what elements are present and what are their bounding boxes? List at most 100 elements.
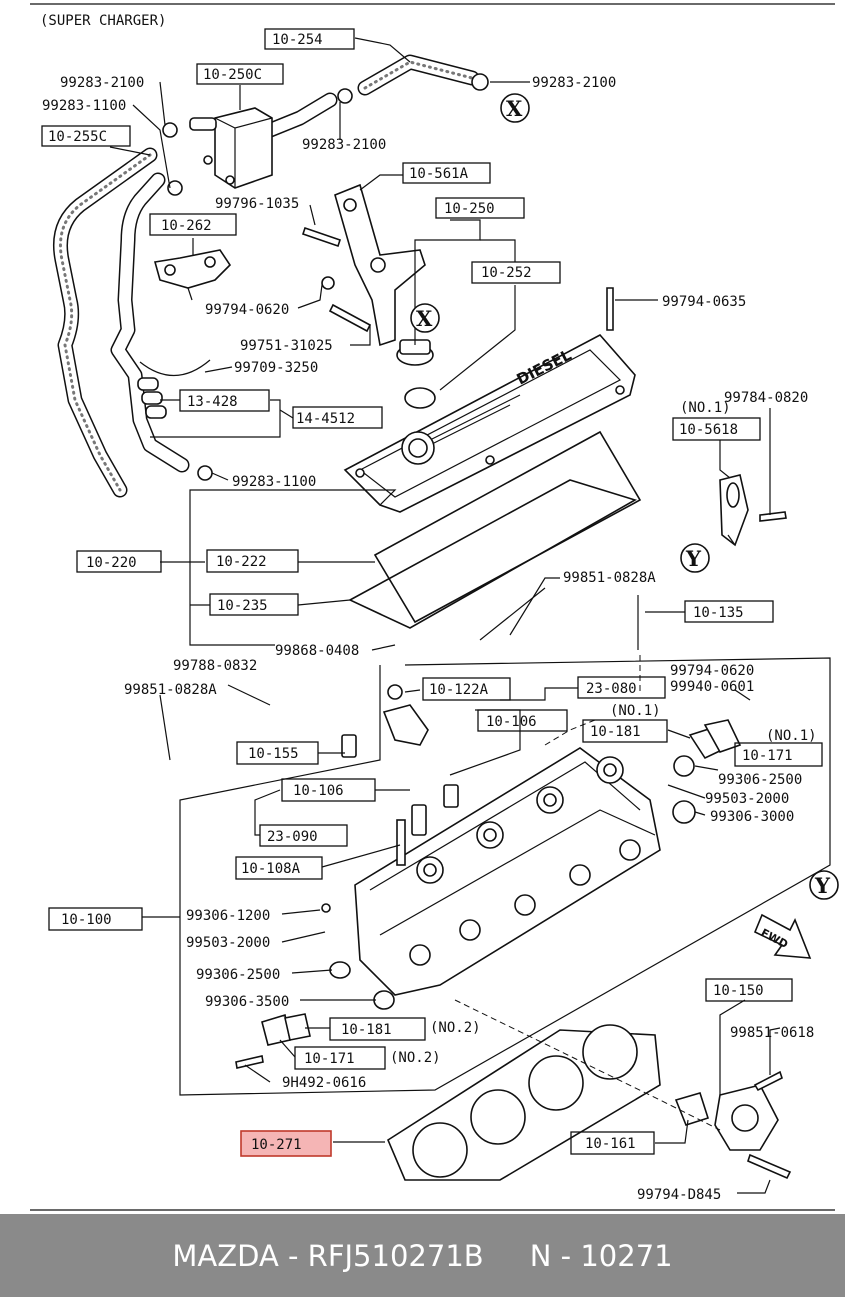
gasket-10-181-no2-icon <box>284 1013 311 1041</box>
grommet-icon <box>137 377 167 419</box>
bolt-9h492-icon <box>235 1055 264 1069</box>
callout-10-155: 10-155 <box>236 741 319 765</box>
svg-text:99283-2100: 99283-2100 <box>60 75 144 91</box>
cylinder-head-icon <box>354 747 661 996</box>
callout-23-080: 23-080 <box>577 676 666 699</box>
hose-10-255c <box>52 147 158 498</box>
head-gasket-10-271-icon <box>386 1024 661 1181</box>
svg-text:(NO.2): (NO.2) <box>430 1020 481 1036</box>
svg-text:99794-0620: 99794-0620 <box>670 663 754 679</box>
cover-gasket-icon <box>373 430 642 624</box>
callout-10-254: 10-254 <box>264 28 355 50</box>
hose-return <box>110 172 190 473</box>
callout-10-255c: 10-255C <box>41 125 131 147</box>
svg-text:99306-2500: 99306-2500 <box>718 772 802 788</box>
svg-text:X: X <box>416 306 433 331</box>
svg-text:99794-0620: 99794-0620 <box>205 302 289 318</box>
svg-text:10-250C: 10-250C <box>203 67 262 83</box>
callout-10-220: 10-220 <box>76 550 162 573</box>
leader-lines <box>109 37 831 1194</box>
svg-text:10-100: 10-100 <box>61 912 112 928</box>
svg-text:10-108A: 10-108A <box>241 861 301 877</box>
svg-text:10-222: 10-222 <box>216 554 267 570</box>
clip-icon <box>139 359 211 377</box>
svg-text:99283-2100: 99283-2100 <box>532 75 616 91</box>
cylinder-head-cover-icon: DIESEL <box>343 333 636 513</box>
bolt-icon <box>301 226 787 522</box>
svg-text:99851-0828A: 99851-0828A <box>124 682 217 698</box>
callout-10-108a: 10-108A <box>235 856 323 880</box>
svg-text:99868-0408: 99868-0408 <box>275 643 359 659</box>
svg-text:10-161: 10-161 <box>585 1136 636 1152</box>
part-number-labels: 99283-2100 99283-2100 99283-1100 99283-2… <box>42 75 817 1203</box>
diagram-title: (SUPER CHARGER) <box>40 13 166 29</box>
svg-text:10-181: 10-181 <box>590 724 641 740</box>
svg-text:10-254: 10-254 <box>272 32 323 48</box>
svg-text:99709-3250: 99709-3250 <box>234 360 318 376</box>
callout-14-4512: 14-4512 <box>292 406 383 429</box>
svg-text:10-561A: 10-561A <box>409 166 469 182</box>
callout-10-271-highlighted: 10-271 <box>240 1130 332 1157</box>
svg-text:10-106: 10-106 <box>486 714 537 730</box>
svg-text:(NO.1): (NO.1) <box>680 400 731 416</box>
oil-separator-icon <box>189 107 273 189</box>
callout-10-171-no2: 10-171 <box>294 1046 386 1070</box>
svg-text:99503-2000: 99503-2000 <box>705 791 789 807</box>
svg-text:10-155: 10-155 <box>248 746 299 762</box>
svg-text:10-235: 10-235 <box>217 598 268 614</box>
svg-text:99503-2000: 99503-2000 <box>186 935 270 951</box>
svg-text:10-5618: 10-5618 <box>679 422 738 438</box>
svg-text:99306-3500: 99306-3500 <box>205 994 289 1010</box>
bracket-10-262-icon <box>153 249 232 301</box>
svg-text:99784-0820: 99784-0820 <box>724 390 808 406</box>
callout-10-181-no1: 10-181 <box>582 719 668 743</box>
guide-line <box>544 719 596 746</box>
svg-text:Y: Y <box>685 546 702 571</box>
svg-text:99794-D845: 99794-D845 <box>637 1187 721 1203</box>
oil-filler-cap-icon <box>396 339 436 409</box>
svg-text:99794-0635: 99794-0635 <box>662 294 746 310</box>
svg-text:9H492-0616: 9H492-0616 <box>282 1075 366 1091</box>
callout-10-252: 10-252 <box>471 261 561 284</box>
svg-text:99851-0828A: 99851-0828A <box>563 570 656 586</box>
svg-text:(NO.1): (NO.1) <box>766 728 817 744</box>
svg-text:10-150: 10-150 <box>713 983 764 999</box>
svg-text:10-122A: 10-122A <box>429 682 489 698</box>
marker-y-icon: Y <box>680 543 710 573</box>
hose-10-254 <box>357 54 480 96</box>
svg-text:99283-1100: 99283-1100 <box>42 98 126 114</box>
callout-10-561a: 10-561A <box>402 162 491 184</box>
cover-10-171-no1-icon <box>703 719 742 753</box>
callout-23-090: 23-090 <box>259 824 348 847</box>
callout-10-250: 10-250 <box>435 197 525 219</box>
callout-10-5618: 10-5618 <box>672 417 761 441</box>
svg-text:10-181: 10-181 <box>341 1022 392 1038</box>
svg-text:(NO.1): (NO.1) <box>610 703 661 719</box>
marker-y-icon: Y <box>809 870 839 900</box>
svg-text:(NO.2): (NO.2) <box>390 1050 441 1066</box>
svg-text:10-135: 10-135 <box>693 605 744 621</box>
svg-text:10-252: 10-252 <box>481 265 532 281</box>
svg-text:99283-2100: 99283-2100 <box>302 137 386 153</box>
callout-10-235: 10-235 <box>209 593 299 616</box>
callout-10-181-no2: 10-181 <box>329 1017 426 1041</box>
svg-text:10-171: 10-171 <box>304 1051 355 1067</box>
svg-text:99306-1200: 99306-1200 <box>186 908 270 924</box>
callout-10-150: 10-150 <box>705 978 793 1002</box>
svg-text:10-106: 10-106 <box>293 783 344 799</box>
water-outlet-icon <box>674 1070 792 1180</box>
svg-text:99788-0832: 99788-0832 <box>173 658 257 674</box>
callout-10-262: 10-262 <box>149 213 237 236</box>
svg-text:99306-2500: 99306-2500 <box>196 967 280 983</box>
svg-text:Y: Y <box>814 873 831 898</box>
cylinder-head-diagram: (SUPER CHARGER) <box>30 3 839 1211</box>
part-number-footer: MAZDA - RFJ510271B N - 10271 <box>0 1214 845 1297</box>
svg-text:99796-1035: 99796-1035 <box>215 196 299 212</box>
svg-text:99306-3000: 99306-3000 <box>710 809 794 825</box>
cap-10-122a-icon <box>382 704 429 746</box>
callout-10-100: 10-100 <box>48 907 143 931</box>
svg-text:99851-0618: 99851-0618 <box>730 1025 814 1041</box>
callout-10-135: 10-135 <box>684 600 774 623</box>
svg-text:99751-31025: 99751-31025 <box>240 338 333 354</box>
